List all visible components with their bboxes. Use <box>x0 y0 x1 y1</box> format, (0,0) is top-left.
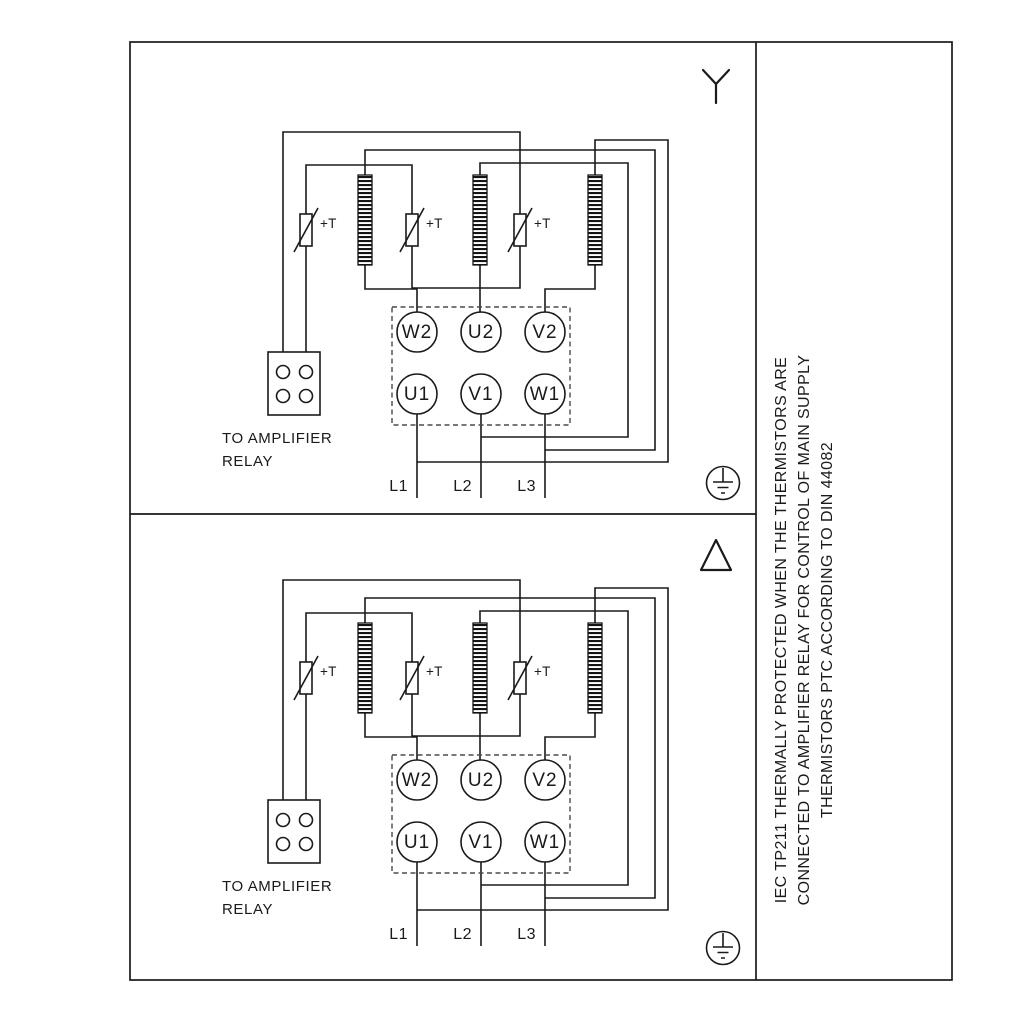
supply-label-l2: L2 <box>453 926 472 943</box>
winding-coil-3 <box>587 622 603 714</box>
thermistor-label: +T <box>320 216 337 231</box>
earth-ground-icon <box>705 465 741 501</box>
relay-caption-line1: TO AMPLIFIER <box>222 878 332 895</box>
relay-caption-line1: TO AMPLIFIER <box>222 430 332 447</box>
terminal-v1: V1 <box>468 384 493 405</box>
thermistor-label: +T <box>534 216 551 231</box>
amplifier-relay-connector <box>267 799 321 864</box>
thermistor-1: +T <box>293 207 337 253</box>
thermistor-label: +T <box>426 216 443 231</box>
amplifier-relay-connector <box>267 351 321 416</box>
note-line-1: IEC TP211 THERMALLY PROTECTED WHEN THE T… <box>773 357 790 903</box>
star-connection-diagram: +T +T +T W2 U2 V2 U1 V1 W1 <box>222 68 741 501</box>
supply-label-l3: L3 <box>517 926 536 943</box>
terminal-v2: V2 <box>532 770 557 791</box>
thermistor-1: +T <box>293 655 337 701</box>
supply-label-l1: L1 <box>389 478 408 495</box>
thermistor-3: +T <box>507 655 551 701</box>
terminal-w1: W1 <box>530 384 561 405</box>
terminal-u1: U1 <box>404 832 430 853</box>
delta-icon <box>699 538 733 572</box>
terminal-w2: W2 <box>402 322 433 343</box>
terminal-v2: V2 <box>532 322 557 343</box>
terminal-u2: U2 <box>468 322 494 343</box>
sidebar-note: IEC TP211 THERMALLY PROTECTED WHEN THE T… <box>773 355 836 906</box>
star-icon <box>701 68 731 105</box>
thermistor-3: +T <box>507 207 551 253</box>
note-line-3: THERMISTORS PTC ACCORDING TO DIN 44082 <box>819 442 836 818</box>
winding-coil-1 <box>357 622 373 714</box>
terminal-w2: W2 <box>402 770 433 791</box>
winding-coil-1 <box>357 174 373 266</box>
thermistor-label: +T <box>426 664 443 679</box>
supply-label-l1: L1 <box>389 926 408 943</box>
terminal-w1: W1 <box>530 832 561 853</box>
supply-label-l3: L3 <box>517 478 536 495</box>
note-line-2: CONNECTED TO AMPLIFIER RELAY FOR CONTROL… <box>796 355 813 906</box>
wiring-star <box>282 131 669 498</box>
wiring-delta <box>282 579 669 946</box>
thermistor-2: +T <box>399 655 443 701</box>
terminal-board: W2 U2 V2 U1 V1 W1 <box>391 754 571 874</box>
thermistor-2: +T <box>399 207 443 253</box>
winding-coil-2 <box>472 174 488 266</box>
earth-ground-icon <box>705 930 741 966</box>
terminal-v1: V1 <box>468 832 493 853</box>
relay-caption-line2: RELAY <box>222 901 273 918</box>
sheet-border <box>129 41 953 981</box>
terminal-u2: U2 <box>468 770 494 791</box>
supply-label-l2: L2 <box>453 478 472 495</box>
terminal-u1: U1 <box>404 384 430 405</box>
winding-coil-2 <box>472 622 488 714</box>
thermistor-label: +T <box>534 664 551 679</box>
relay-caption-line2: RELAY <box>222 453 273 470</box>
thermistor-label: +T <box>320 664 337 679</box>
winding-coil-3 <box>587 174 603 266</box>
terminal-board: W2 U2 V2 U1 V1 W1 <box>391 306 571 426</box>
delta-connection-diagram: +T +T +T W2 U2 V2 U1 V1 W1 <box>222 538 741 966</box>
